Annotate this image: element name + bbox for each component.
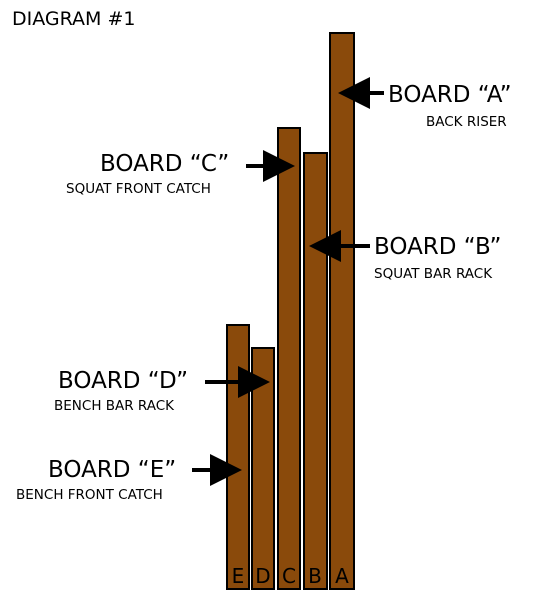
board-a-role: BACK RISER — [426, 114, 507, 130]
board-letter-a: A — [335, 564, 349, 588]
board-c-name: BOARD “C” — [100, 151, 230, 177]
board-c-role: SQUAT FRONT CATCH — [66, 181, 211, 197]
board-a-name: BOARD “A” — [388, 82, 512, 108]
board-e-name: BOARD “E” — [48, 457, 177, 483]
board-c — [277, 127, 301, 590]
board-letter-b: B — [308, 564, 322, 588]
board-d-name: BOARD “D” — [58, 368, 189, 394]
board-a — [329, 32, 355, 590]
board-e-role: BENCH FRONT CATCH — [16, 487, 163, 503]
board-d — [251, 347, 275, 590]
board-b-role: SQUAT BAR RACK — [374, 266, 493, 282]
board-letter-c: C — [282, 564, 296, 588]
board-b-name: BOARD “B” — [374, 234, 502, 260]
board-letter-e: E — [232, 564, 245, 588]
board-e — [226, 324, 250, 590]
board-letter-d: D — [255, 564, 270, 588]
diagram-title: DIAGRAM #1 — [12, 8, 136, 30]
board-b — [303, 152, 328, 590]
board-d-role: BENCH BAR RACK — [54, 398, 175, 414]
